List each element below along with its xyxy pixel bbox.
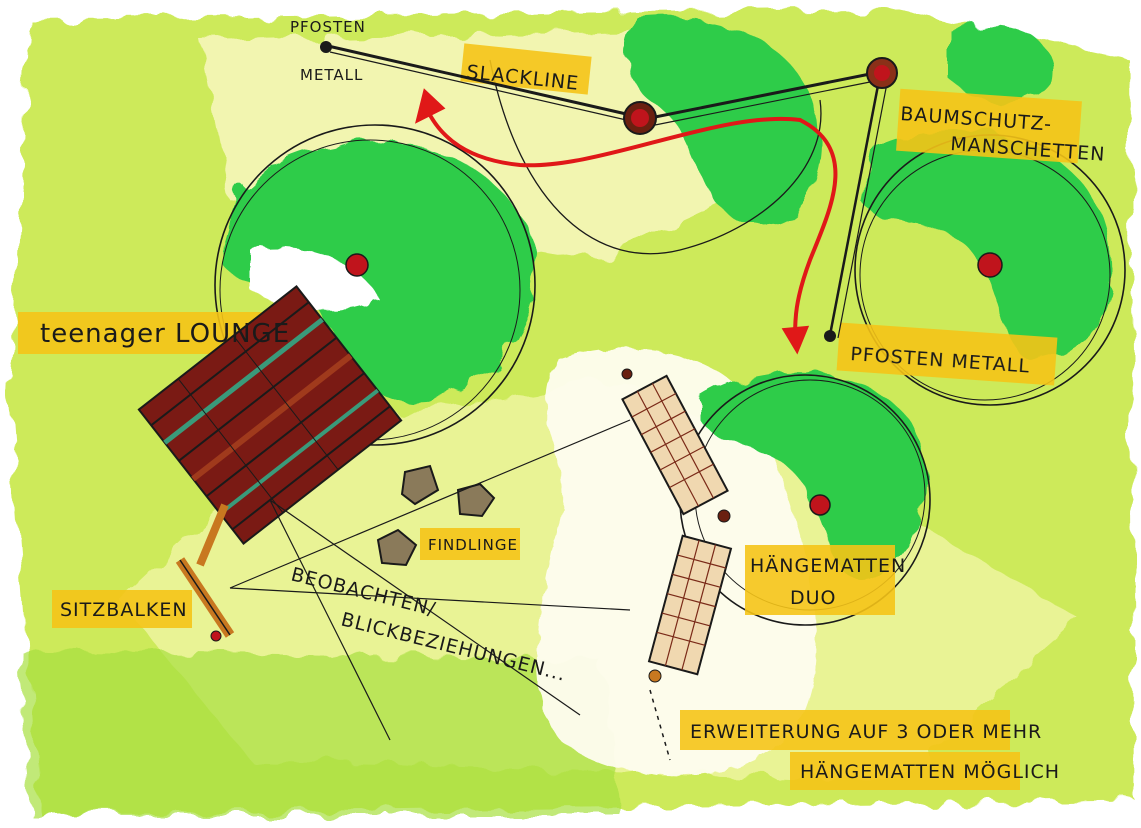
label-erweiterung: ERWEITERUNG AUF 3 ODER MEHR [690,721,1042,743]
boulders [376,464,496,567]
label-findlinge: FINDLINGE [428,536,518,554]
hammock-lower [647,534,733,761]
label-highlights [18,43,1082,790]
tree-canopy-right [854,24,1126,406]
label-haengematten: HÄNGEMATTEN [750,554,906,577]
label-teenager-lounge: teenager LOUNGE [40,319,290,349]
label-sitzbalken: SITZBALKEN [60,599,188,621]
hammock-upper [621,368,731,523]
teenager-lounge-deck [137,285,403,545]
metal-post-top [320,41,332,53]
slackline [327,44,889,339]
tree-trunk-right [977,252,1003,278]
movement-arrows [415,88,838,355]
label-pfosten-metall-top: PFOSTEN [290,18,366,36]
tree-canopy-top [489,18,822,255]
tree-protection-sleeve-top [623,101,657,135]
tree-trunk-left [345,253,369,277]
metal-post-right [824,330,836,342]
label-haengematten-2: DUO [790,587,837,609]
tree-trunk-hammock [809,494,831,516]
view-lines [229,419,631,741]
tree-canopy-left [214,124,537,446]
tree-protection-sleeve-right [866,57,898,89]
label-pfosten-metall-top-2: METALL [300,66,363,84]
label-erweiterung-2: HÄNGEMATTEN MÖGLICH [800,760,1060,783]
sitting-beam [175,503,235,642]
